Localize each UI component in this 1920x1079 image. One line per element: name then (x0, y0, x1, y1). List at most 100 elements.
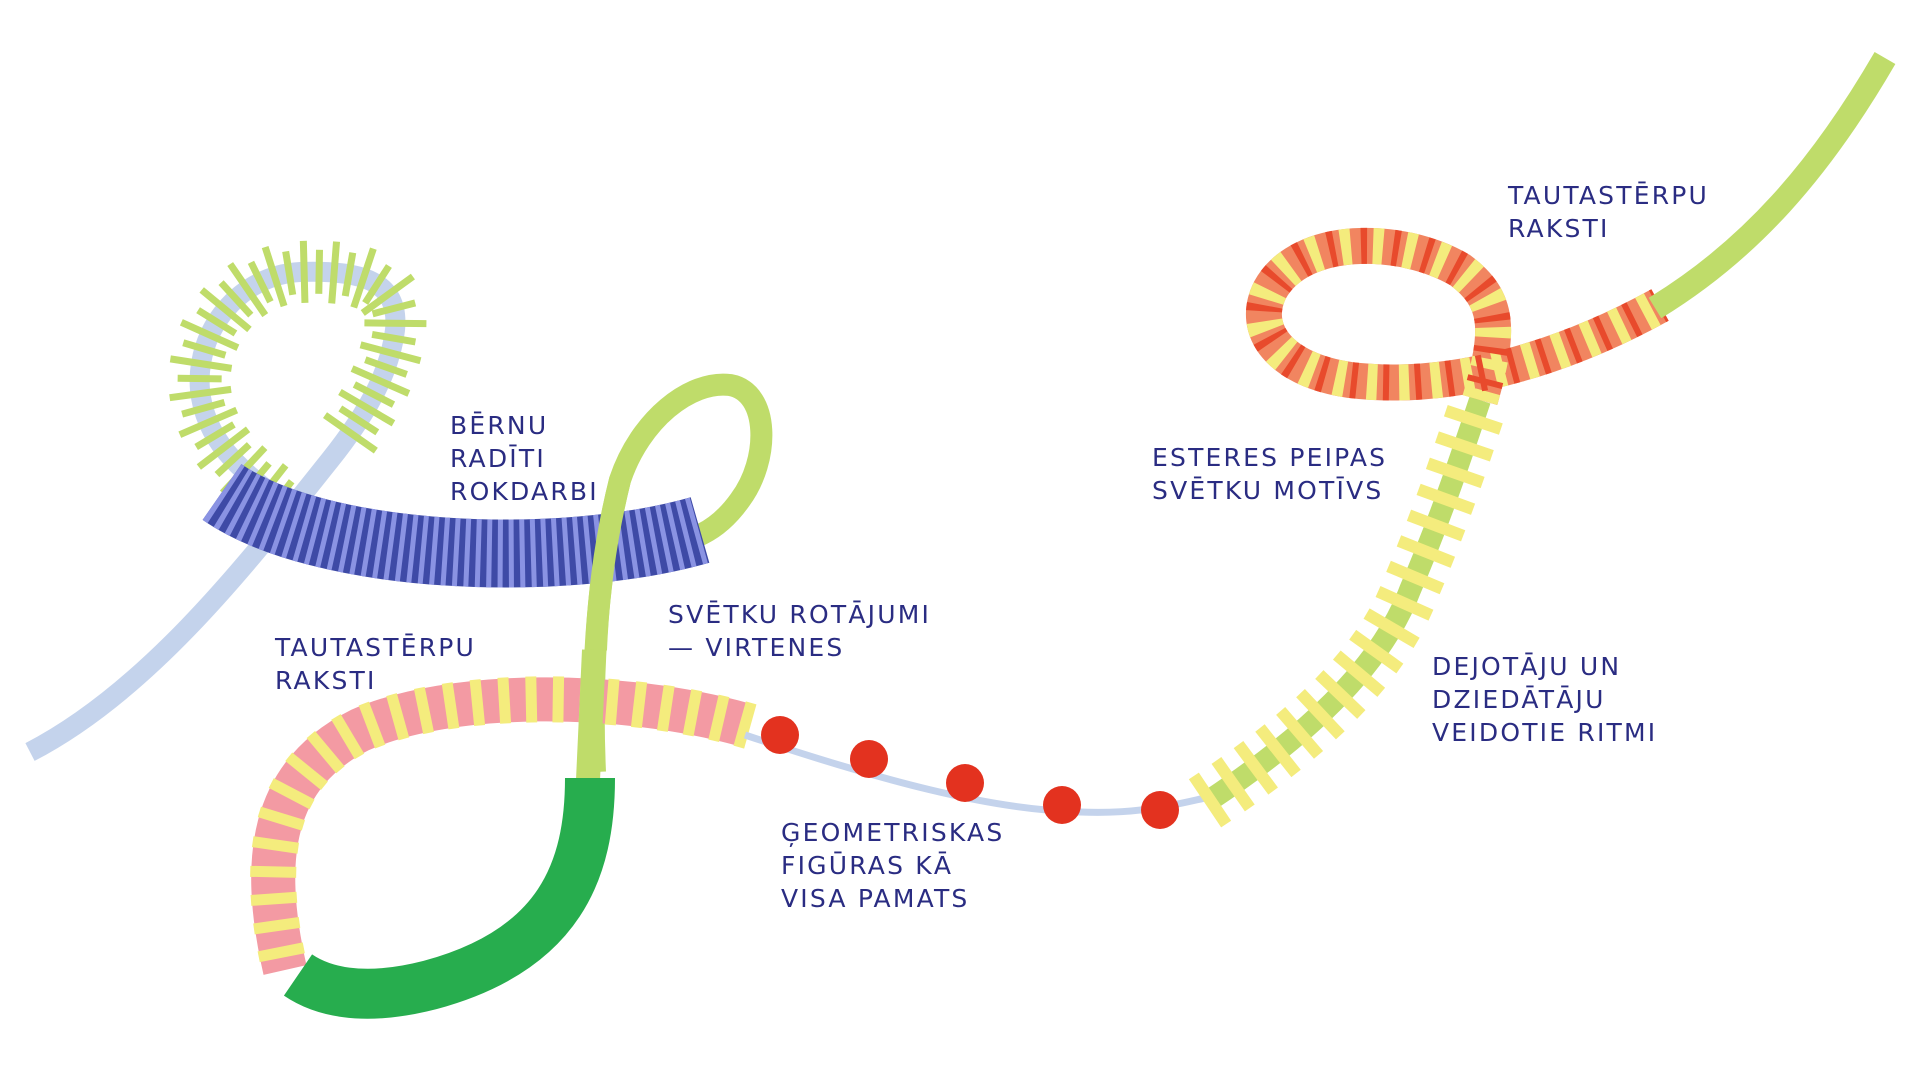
yellow-tick (331, 714, 365, 760)
right-rising-band (1188, 396, 1503, 828)
label-line: TAUTASTĒRPU (1507, 181, 1709, 210)
yellow-tick (257, 806, 305, 831)
yellow-cross-tick (1363, 608, 1420, 649)
lime-bristle (227, 262, 269, 318)
yellow-tick (257, 942, 305, 963)
yellow-tick (268, 778, 315, 810)
yellow-cross-tick (1315, 670, 1366, 719)
yellow-cross-tick (1396, 535, 1456, 568)
yellow-cross-tick (1296, 688, 1345, 740)
yellow-tick (250, 891, 298, 906)
lime-bristle (282, 250, 297, 296)
yellow-cross-tick (1211, 757, 1255, 812)
label-line: ESTERES PEIPAS (1152, 443, 1387, 472)
yellow-tick (604, 678, 620, 726)
yellow-cross-tick (1435, 431, 1494, 462)
label-esteres-peipas: ESTERES PEIPAS SVĒTKU MOTĪVS (1152, 443, 1397, 505)
label-line: ROKDARBI (450, 477, 599, 506)
label-berni: BĒRNU RADĪTI ROKDARBI (450, 411, 599, 506)
lime-bristle (194, 421, 236, 451)
label-line: — VIRTENES (668, 633, 844, 662)
label-tautasterpu-left: TAUTASTĒRPU RAKSTI (274, 633, 486, 695)
lime-bristle (364, 356, 408, 378)
label-line: RAKSTI (275, 666, 377, 695)
yellow-cross-tick (1233, 740, 1278, 795)
yellow-cross-tick (1443, 405, 1503, 435)
lime-bristle (218, 280, 254, 318)
label-line: RAKSTI (1508, 214, 1610, 243)
lime-bristle (371, 330, 417, 346)
yellow-cross-ticks (1188, 405, 1503, 828)
label-line: ĢEOMETRISKAS (781, 818, 1004, 847)
yellow-tick (250, 865, 297, 878)
lime-bristle (178, 406, 239, 438)
yellow-cross-tick (1276, 707, 1324, 759)
lime-bristle (362, 264, 392, 305)
yellow-cross-tick (1425, 457, 1485, 489)
lime-rising-band (1203, 396, 1491, 810)
yellow-cross-tick (1375, 586, 1434, 621)
lime-bristle (338, 389, 396, 427)
lime-loop-crossing (585, 477, 631, 651)
yellow-ticks (250, 676, 757, 963)
yellow-tick (358, 701, 386, 749)
lime-bristle (182, 339, 227, 359)
indigo-striped-band (202, 463, 710, 588)
lime-bristle (323, 412, 378, 454)
dotted-connector (743, 716, 1221, 829)
red-dot (946, 764, 984, 802)
label-line: SVĒTKU MOTĪVS (1152, 476, 1383, 505)
yellow-cross-tick (1349, 629, 1404, 674)
yellow-tick (469, 679, 486, 727)
yellow-tick (525, 676, 538, 723)
lime-bristle (315, 249, 323, 294)
orange-loop-stripes (1246, 227, 1669, 405)
lime-bristle (341, 252, 357, 297)
yellow-tick (386, 693, 410, 741)
lime-bristle (181, 398, 226, 418)
label-line: BĒRNU (450, 411, 548, 440)
orange-loop (1246, 227, 1669, 405)
yellow-tick (656, 684, 675, 732)
yellow-cross-tick (1416, 483, 1476, 515)
lime-bristle (360, 273, 415, 316)
yellow-cross-tick (1406, 509, 1466, 542)
lime-bristle (196, 307, 238, 337)
lime-bristle (199, 287, 252, 333)
yellow-cross-tick (1332, 650, 1386, 697)
red-ring-stripes (1246, 227, 1669, 405)
label-line: DEJOTĀJU UN (1432, 652, 1621, 681)
lime-bristle (169, 355, 233, 372)
label-line: VISA PAMATS (781, 884, 970, 913)
lime-descender (576, 649, 606, 781)
lime-bristle (338, 405, 380, 436)
yellow-tick (413, 686, 434, 735)
label-svetku-rotajumi: SVĒTKU ROTĀJUMI — VIRTENES (668, 600, 941, 662)
red-dot (1043, 786, 1081, 824)
label-line: SVĒTKU ROTĀJUMI (668, 600, 931, 629)
lime-bristle (196, 426, 251, 470)
lime-bristle (364, 319, 427, 328)
lime-bristle (328, 241, 341, 304)
red-dot (761, 716, 799, 754)
yellow-tick (630, 681, 648, 729)
pink-yellow-band (250, 676, 757, 975)
lime-bristle (299, 240, 309, 303)
yellow-tick (682, 689, 703, 737)
yellow-tick (306, 731, 345, 774)
green-swoop (283, 777, 615, 1019)
label-dejotaju: DEJOTĀJU UN DZIEDĀTĀJU VEIDOTIE RITMI (1432, 652, 1657, 747)
label-line: RADĪTI (450, 444, 546, 473)
yellow-tick (251, 836, 300, 854)
labels: BĒRNU RADĪTI ROKDARBI TAUTASTĒRPU RAKSTI… (274, 181, 1719, 913)
lime-bristle (350, 247, 377, 309)
yellow-tick (285, 752, 328, 791)
label-line: FIGŪRAS KĀ (781, 851, 953, 880)
lime-bristle (179, 319, 240, 351)
yellow-cross-tick (1386, 560, 1445, 595)
label-tautasterpu-right: TAUTASTĒRPU RAKSTI (1507, 181, 1719, 243)
lime-bristle (214, 442, 252, 478)
red-dot (1141, 791, 1179, 829)
label-line: DZIEDĀTĀJU (1432, 685, 1606, 714)
